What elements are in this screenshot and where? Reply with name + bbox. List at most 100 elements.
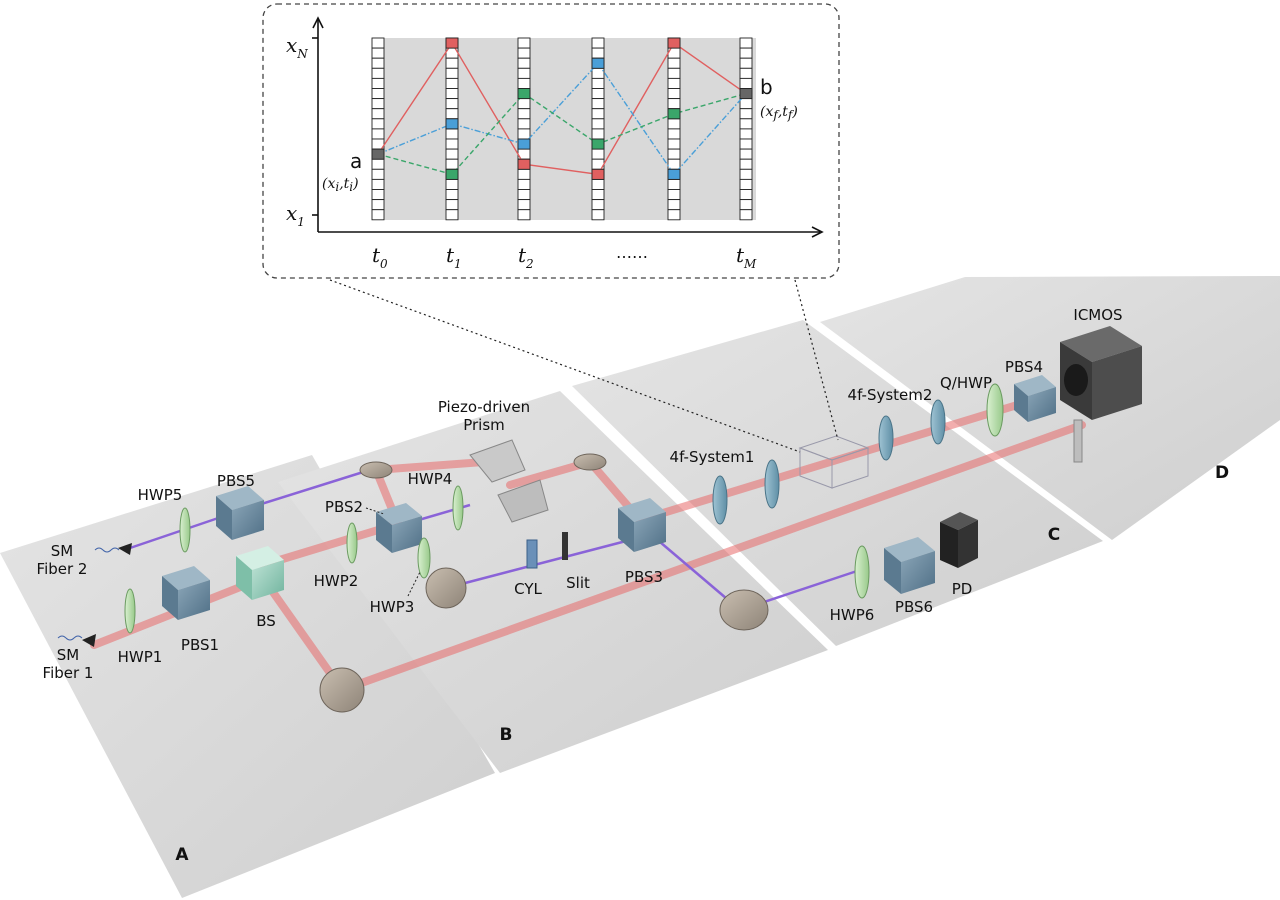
- hwp3-icon: [417, 537, 431, 579]
- label-cyl: CYL: [514, 580, 542, 598]
- label-piezo: Piezo-driven: [438, 398, 530, 416]
- grid-cell: [445, 67, 459, 79]
- grid-cell: [371, 118, 385, 130]
- label-fsys2: 4f-System2: [848, 386, 933, 404]
- grid-cell: [371, 189, 385, 201]
- grid-cell: [517, 77, 531, 89]
- grid-cell: [371, 209, 385, 221]
- marked-cell: [445, 168, 459, 180]
- grid-cell: [517, 67, 531, 79]
- label-hwp3: HWP3: [370, 598, 415, 616]
- grid-cell: [517, 47, 531, 59]
- grid-cell: [371, 128, 385, 140]
- label-sm-fiber2: SM: [51, 542, 73, 560]
- point-b-cell: [739, 88, 753, 100]
- mirror-bottom-icon: [319, 667, 365, 713]
- grid-cell: [517, 128, 531, 140]
- grid-cell: [591, 128, 605, 140]
- grid-cell: [371, 98, 385, 110]
- grid-cell: [739, 158, 753, 170]
- mirror-top-left-icon: [359, 461, 393, 479]
- marked-cell: [517, 138, 531, 150]
- pbs6-icon: [884, 537, 935, 594]
- fsys1-lens1-icon: [712, 475, 728, 525]
- grid-cell: [591, 67, 605, 79]
- pbs3-icon: [618, 498, 666, 552]
- fiber2-connector-icon: [118, 543, 132, 555]
- grid-cell: [667, 57, 681, 69]
- table-C: [572, 320, 1103, 646]
- pbs2-icon: [376, 503, 422, 553]
- inset-axes: [312, 16, 824, 238]
- label-pbs5: PBS5: [217, 472, 255, 490]
- hwp6-icon: [854, 545, 870, 599]
- grid-cell: [445, 108, 459, 120]
- t-label-0: t0: [372, 243, 388, 271]
- grid-cell: [591, 199, 605, 211]
- fiber1-icon: [57, 635, 83, 641]
- grid-cell: [667, 77, 681, 89]
- label-slit: Slit: [566, 574, 590, 592]
- fsys2-lens2-icon: [930, 399, 946, 445]
- grid-cell: [739, 67, 753, 79]
- grid-cell: [591, 178, 605, 190]
- grid-cell: [739, 189, 753, 201]
- grid-cell: [371, 37, 385, 49]
- grid-cell: [739, 98, 753, 110]
- grid-cell: [445, 148, 459, 160]
- grid-cell: [445, 178, 459, 190]
- marked-cell: [445, 118, 459, 130]
- grid-cell: [667, 148, 681, 160]
- marked-cell: [591, 138, 605, 150]
- label-sm-fiber1-b: Fiber 1: [43, 664, 94, 682]
- grid-cell: [591, 37, 605, 49]
- grid-cell: [517, 168, 531, 180]
- grid-cell: [371, 158, 385, 170]
- label-icmos: ICMOS: [1073, 306, 1122, 324]
- pbs5-icon: [216, 486, 264, 540]
- slit-icon: [562, 532, 568, 560]
- point-b-label: b: [760, 75, 773, 99]
- grid-cell: [371, 77, 385, 89]
- grid-cell: [739, 168, 753, 180]
- label-sm-fiber2-b: Fiber 2: [37, 560, 88, 578]
- mirror-hwp3-icon: [425, 567, 467, 609]
- icmos-icon: [1060, 326, 1142, 420]
- grid-cell: [739, 47, 753, 59]
- fsys1-lens2-icon: [764, 459, 780, 509]
- label-qhwp: Q/HWP: [940, 374, 992, 392]
- grid-cell: [591, 77, 605, 89]
- grid-cell: [591, 209, 605, 221]
- y-label-bottom: x1: [286, 201, 305, 229]
- point-a-cell: [371, 148, 385, 160]
- optical-tables: [0, 276, 1280, 898]
- trajectory-path: [377, 41, 747, 176]
- label-fsys1: 4f-System1: [670, 448, 755, 466]
- fiber2-icon: [94, 547, 120, 553]
- beam-bs-pbs2: [259, 520, 402, 569]
- marked-cell: [667, 37, 681, 49]
- grid-cell: [667, 88, 681, 100]
- grid-cell: [445, 128, 459, 140]
- marked-cell: [667, 108, 681, 120]
- qhwp-icon: [986, 383, 1004, 437]
- point-b-coord: (xf,tf): [760, 104, 798, 122]
- grid-cell: [371, 168, 385, 180]
- inset-background: [372, 38, 756, 220]
- grid-cell: [667, 67, 681, 79]
- y-label-top: xN: [286, 33, 308, 61]
- t-label-dots: ……: [616, 243, 648, 262]
- point-a-coord: (xi,ti): [322, 176, 359, 194]
- mirror-c-icon: [719, 589, 769, 631]
- grid-cell: [739, 37, 753, 49]
- grid-cell: [591, 108, 605, 120]
- grid-cell: [371, 88, 385, 100]
- grid-cell: [739, 128, 753, 140]
- inset-paths: [377, 41, 747, 176]
- beam-hwp3-cyl: [445, 538, 631, 590]
- grid-cell: [445, 88, 459, 100]
- beam-mirror-bottom-long: [338, 421, 1086, 694]
- grid-cell: [739, 209, 753, 221]
- marked-cell: [517, 158, 531, 170]
